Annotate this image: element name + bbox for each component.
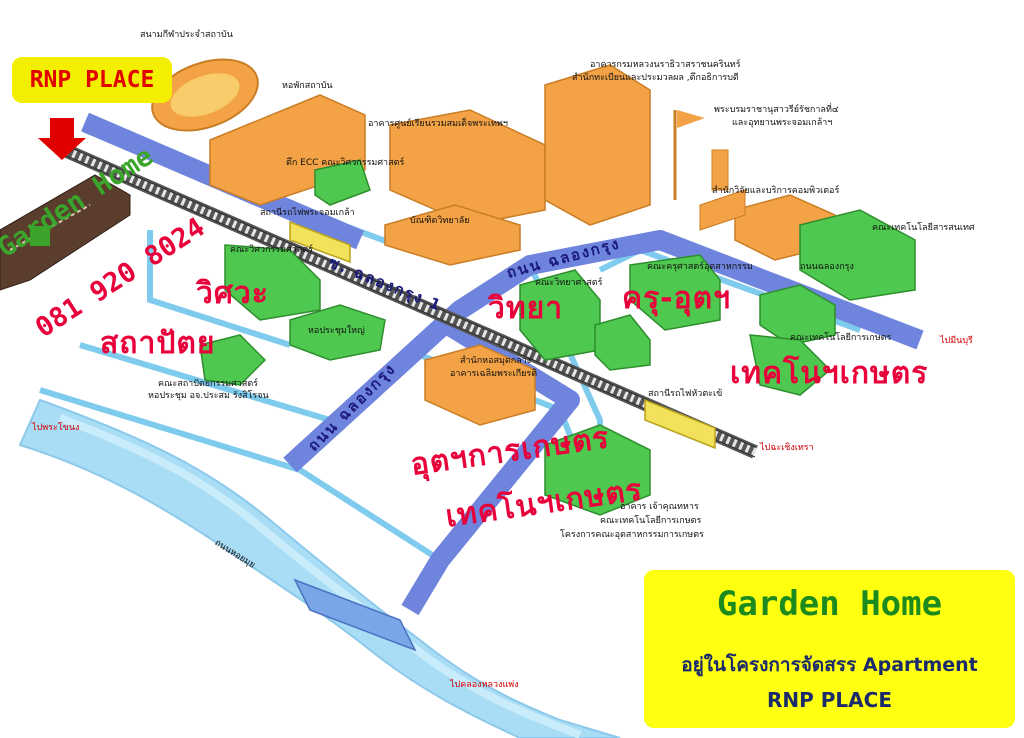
label-center-bldg: อาคารศูนย์เรียนรวมสมเด็จพระเทพฯ [368,119,508,129]
promo-title: Garden Home [716,584,943,624]
zone-agri-tech: เทคโนฯเกษตร [730,356,929,391]
canal [18,398,621,738]
label-eng-faculty: คณะวิศวกรรมศาสตร์ [230,245,314,255]
label-great-hall: หอประชุมใหญ่ [308,326,365,336]
label-admin-2: สำนักทะเบียนและประมวลผล ,ตึกอธิการบดี [572,73,739,83]
label-station-hua: สถานีรถไฟหัวตะเข้ [648,389,723,399]
promo-box: Garden Home อยู่ในโครงการจัดสรร Apartmen… [644,570,1015,728]
arrow-icon [38,118,86,160]
label-station-pjk: สถานีรถไฟพระจอมเกล้า [260,208,355,218]
zone-education: ครุ-อุตฯ [622,281,731,316]
label-to-phrakhanong: ไปพระโขนง [32,423,80,433]
stadium [151,58,259,132]
label-chalongkrung-hall: ถนนฉลองกรุง [800,262,854,272]
promo-line: อยู่ในโครงการจัดสรร Apartment [681,654,978,676]
zone-architecture: สถาปัตย [100,326,216,361]
label-computer: สำนักวิจัยและบริการคอมพิวเตอร์ [712,186,840,196]
label-library-2: อาคารเฉลิมพระเกียรติ [450,369,538,379]
rnp-place-badge: RNP PLACE [12,57,172,103]
promo-brand: RNP PLACE [767,688,892,712]
label-library-1: สำนักหอสมุดกลาง [460,356,532,366]
label-agro-bldg-3: โครงการคณะอุตสาหกรรมการเกษตร [560,530,704,540]
label-agro-bldg-2: คณะเทคโนโลยีการเกษตร [600,516,702,526]
label-grad-school: บัณฑิตวิทยาลัย [410,216,470,226]
green-buildings [199,159,916,516]
label-agro-bldg-1: อาคาร เจ้าคุณทหาร [620,502,699,512]
orange-buildings [209,64,836,426]
monument [673,110,746,231]
label-stadium: สนามกีฬาประจำสถาบัน [140,30,233,40]
label-statue-2: และอุทยานพระจอมเกล้าฯ [732,118,833,128]
label-to-minburi: ไปมีนบุรี [940,336,973,346]
label-admin-1: อาคารกรมหลวงนราธิวาสราชนครินทร์ [590,60,741,70]
rnp-place-badge-text: RNP PLACE [29,67,155,93]
label-arch-faculty-1: คณะสถาปัตยกรรมศาสตร์ [158,379,259,389]
zone-science: วิทยา [488,291,564,326]
zone-engineering: วิศวะ [196,276,269,311]
label-to-khlong: ไปคลองหลวงแพ่ง [450,680,519,690]
canal-bridge [293,578,417,652]
label-agri-tech-faculty: คณะเทคโนโลยีการเกษตร [790,333,892,343]
railway [57,141,758,459]
label-arch-faculty-2: หอประชุม อจ.ประสม รังสิโรจน [148,391,269,401]
canal-inner [58,414,582,738]
label-edu-faculty: คณะครุศาสตร์อุตสาหกรรม [647,262,753,272]
label-dorm: หอพักสถาบัน [282,81,333,91]
rnp-property [0,174,131,291]
label-it-faculty: คณะเทคโนโลยีสารสนเทศ [872,223,975,233]
label-ecc: ตึก ECC คณะวิศวกรรมศาสตร์ [286,158,405,168]
label-statue-1: พระบรมราชานุสาวรีย์รัชกาลที่๔ [714,105,839,115]
label-to-chachoengsao: ไปฉะเชิงเทรา [760,443,814,453]
stations [289,220,716,450]
label-sci-faculty: คณะวิทยาศาสตร์ [535,278,603,288]
